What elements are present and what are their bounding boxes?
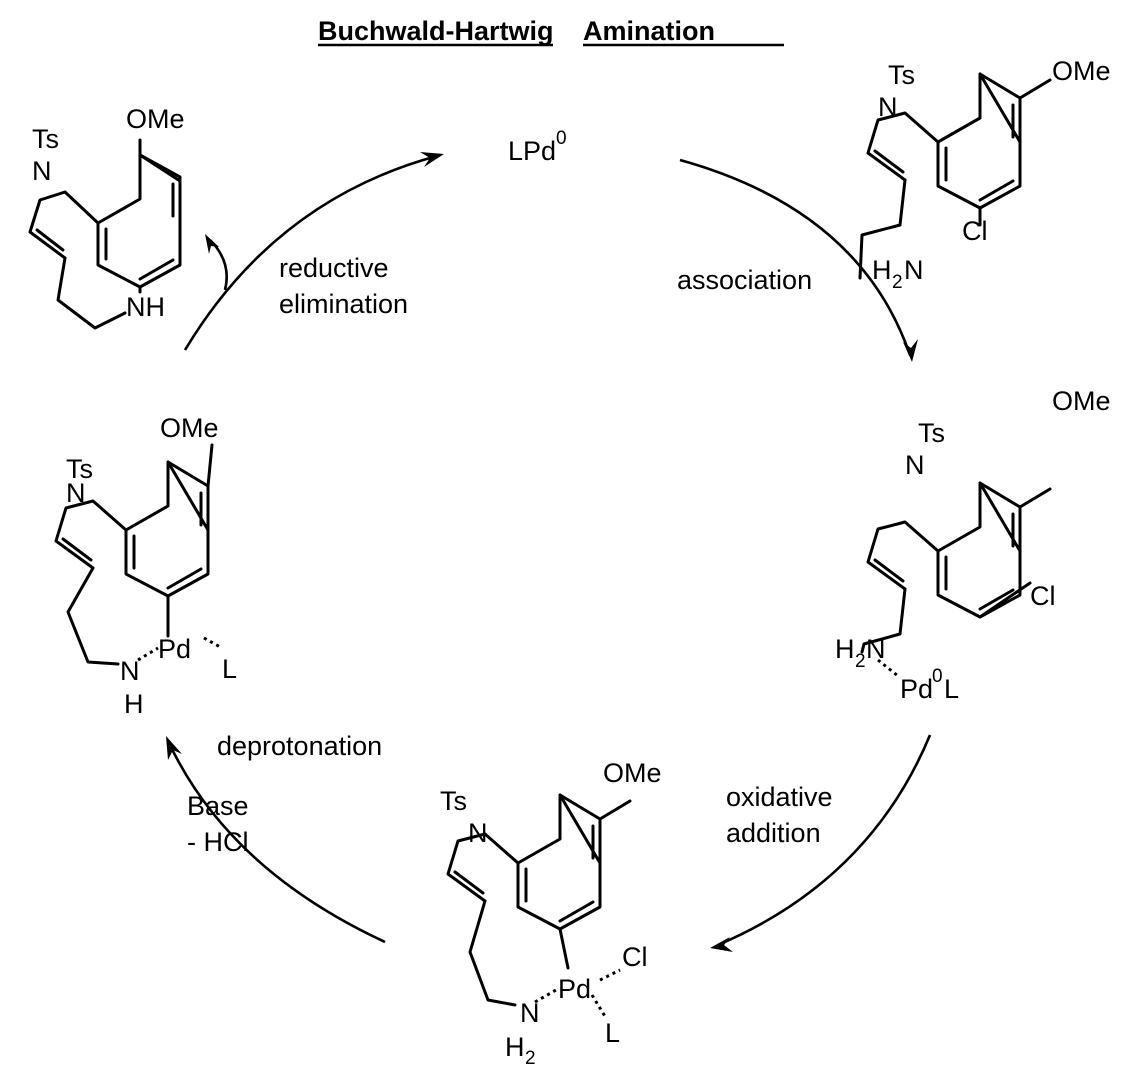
molecule-amine-pd0-complex: Ts N OMe Cl H 2 N Pd 0 L <box>835 386 1111 704</box>
scheme-title: Buchwald-Hartwig Amination <box>318 16 784 47</box>
pd-label: Pd <box>900 674 933 704</box>
molecule-aryl-chloride-amine: Ts N OMe Cl H 2 N <box>858 56 1111 293</box>
subscript-2: 2 <box>892 272 903 293</box>
n-label: N <box>120 656 140 686</box>
cl-label: Cl <box>1030 581 1056 611</box>
pd-label: Pd <box>558 974 591 1004</box>
reductive-elimination-arrowhead <box>420 152 444 167</box>
label-elimination: elimination <box>279 289 408 319</box>
n-label: N <box>468 818 488 848</box>
h-label: H <box>872 255 892 285</box>
ts-label: Ts <box>66 454 93 484</box>
label-deprotonation: deprotonation <box>217 731 382 761</box>
n-label: N <box>878 92 898 122</box>
molecule-amido-palladacycle: Ts N OMe Pd L N H <box>54 413 237 719</box>
pd-superscript-0: 0 <box>932 666 943 687</box>
label-reductive: reductive <box>279 253 389 283</box>
n-label: N <box>520 998 540 1028</box>
cycle-arrows <box>166 152 932 952</box>
cl-label: Cl <box>962 216 988 246</box>
reductive-elimination-arrow <box>183 154 438 351</box>
association-arrowhead <box>903 339 918 362</box>
h-label: H <box>835 634 855 664</box>
ome-label: OMe <box>603 758 662 788</box>
ts-label: Ts <box>440 786 467 816</box>
molecule-oxidative-addition-complex: Ts N OMe Cl Pd N H 2 L <box>440 758 662 1066</box>
ts-label: Ts <box>888 60 915 90</box>
h-label: H <box>124 689 144 719</box>
ts-label: Ts <box>32 124 59 154</box>
n-label: N <box>904 255 924 285</box>
ome-label: OMe <box>1052 56 1111 86</box>
n-label: N <box>905 450 925 480</box>
n-label: N <box>866 634 886 664</box>
product-release-arrow <box>209 239 228 291</box>
catalyst-superscript: 0 <box>556 128 567 149</box>
ome-label: OMe <box>1052 386 1111 416</box>
l-label: L <box>944 674 959 704</box>
oxidative-addition-arrowhead <box>710 937 733 952</box>
deprotonation-arrow <box>168 744 386 944</box>
label-addition: addition <box>726 818 821 848</box>
ome-label: OMe <box>160 413 219 443</box>
n-label: N <box>32 156 52 186</box>
subscript-2: 2 <box>855 651 866 672</box>
oxidative-addition-arrow <box>717 734 932 947</box>
molecule-product-tricycle: Ts N OMe NH <box>28 104 185 330</box>
l-label: L <box>605 1018 620 1048</box>
label-minus-hcl: - HCl <box>187 827 249 857</box>
h-label: H <box>505 1032 525 1062</box>
n-label: N <box>66 478 86 508</box>
subscript-2: 2 <box>525 1048 536 1066</box>
label-oxidative: oxidative <box>726 782 833 812</box>
title-part2: Amination <box>583 16 715 46</box>
ome-label: OMe <box>126 104 185 134</box>
pd-label: Pd <box>158 634 191 664</box>
product-release-arrowhead <box>205 234 219 254</box>
cl-label: Cl <box>622 942 648 972</box>
ts-label: Ts <box>918 418 945 448</box>
deprotonation-arrowhead <box>166 736 182 760</box>
label-association: association <box>677 265 812 295</box>
catalyst-label: LPd <box>508 136 556 166</box>
association-arrow <box>679 158 912 356</box>
catalyst-lpd0: LPd 0 <box>508 128 567 166</box>
step-labels: association oxidative addition deprotona… <box>187 253 833 857</box>
nh-label: NH <box>126 292 165 322</box>
l-label: L <box>222 654 237 684</box>
label-base: Base <box>187 791 249 821</box>
title-part1: Buchwald-Hartwig <box>318 16 554 46</box>
